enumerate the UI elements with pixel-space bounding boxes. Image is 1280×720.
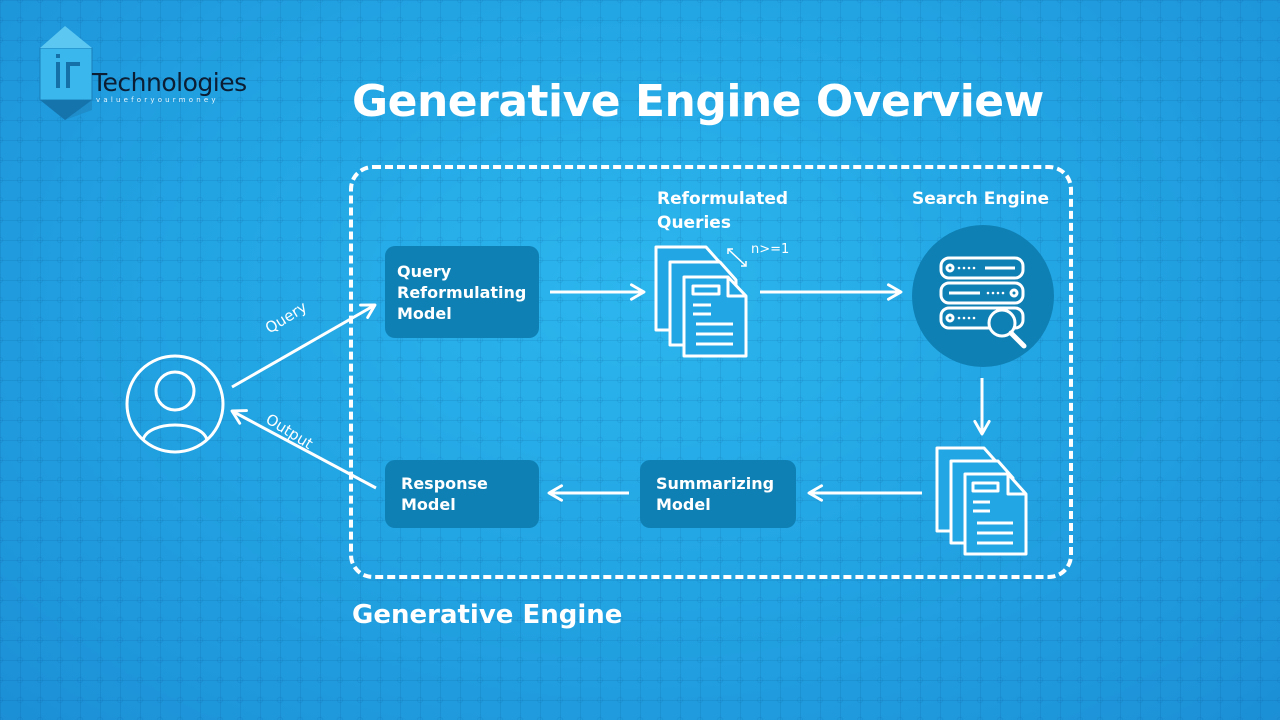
node-label-line: Model: [397, 303, 452, 323]
page-title: Generative Engine Overview: [352, 76, 1044, 127]
search-engine-label: Search Engine: [912, 189, 1050, 209]
label-line: Reformulated: [657, 189, 789, 209]
documents-icon: [654, 245, 748, 358]
label-line: Queries: [657, 213, 731, 233]
node-label-line: Reformulating: [397, 282, 527, 302]
query-reformulating-model-node: Query Reformulating Model: [385, 246, 539, 338]
node-label-line: Model: [401, 495, 456, 514]
node-label-line: Summarizing: [656, 474, 775, 493]
generative-engine-label: Generative Engine: [352, 600, 623, 630]
edge-output: [230, 409, 377, 490]
server-search-icon: [912, 225, 1054, 367]
double-arrow-icon: [727, 248, 747, 267]
user-icon: [125, 354, 225, 454]
documents-icon: [935, 446, 1028, 556]
edge-query: [231, 303, 377, 389]
summarizing-model-node: Summarizing Model: [640, 460, 796, 528]
logo-name: Technologies: [92, 68, 247, 97]
node-label-line: Model: [656, 495, 711, 514]
reformulated-queries-label: Reformulated Queries: [657, 187, 788, 235]
node-label-line: Response: [401, 474, 488, 493]
count-note: n>=1: [751, 242, 790, 257]
generative-engine-boundary: [349, 165, 1073, 579]
logo-tagline: valueforyourmoney: [96, 96, 219, 104]
response-model-node: Response Model: [385, 460, 539, 528]
node-label-line: Query: [397, 261, 452, 281]
